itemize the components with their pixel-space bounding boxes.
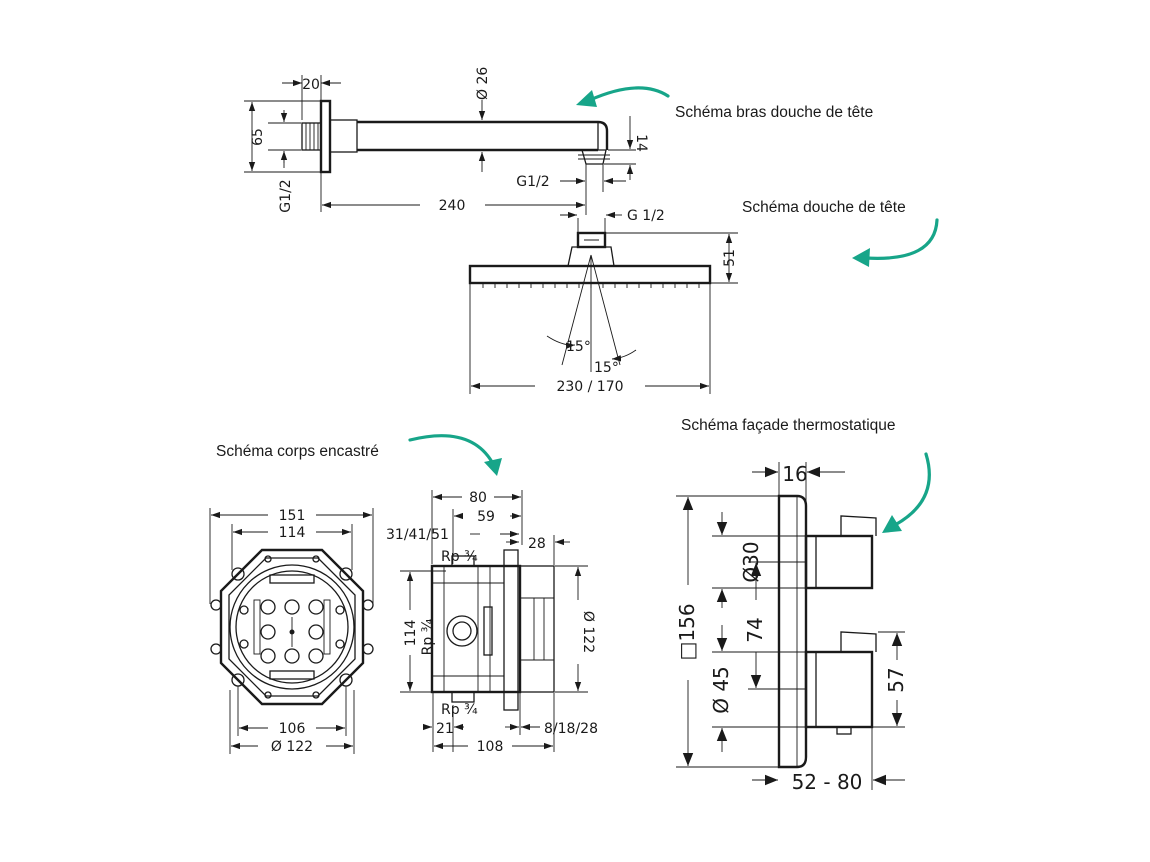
facade-dim-d45: Ø 45 — [709, 666, 733, 714]
head-angle-2: 15° — [594, 360, 619, 376]
side-dim-d122: Ø 122 — [580, 611, 596, 653]
side-dim-59: 59 — [477, 509, 495, 525]
green-arrow-bras — [588, 86, 670, 102]
arm-dim-65: 65 — [250, 128, 266, 146]
body-ports — [260, 599, 324, 664]
head-plate — [468, 264, 712, 285]
side-dim-8: 8/18/28 — [544, 721, 598, 737]
green-arrow-corps — [408, 434, 494, 464]
side-dim-80: 80 — [469, 490, 487, 506]
facade-dim-16: 16 — [782, 462, 807, 486]
body-ring — [229, 564, 355, 690]
head-angle-1: 15° — [566, 339, 591, 355]
head-dim-51: 51 — [722, 249, 738, 267]
head-joint — [567, 246, 615, 267]
arm-outlet — [581, 149, 607, 165]
caption-douche: Schéma douche de tête — [742, 199, 906, 216]
facade-dim-74: 74 — [743, 617, 767, 642]
body-octagon — [219, 548, 365, 706]
arm-tube — [357, 120, 609, 152]
side-dim-108: 108 — [477, 739, 504, 755]
side-body-block — [430, 564, 522, 694]
green-arrow-douche — [864, 218, 939, 260]
body-dim-d122: Ø 122 — [271, 739, 313, 755]
side-dim-28: 28 — [528, 536, 546, 552]
arm-dim-20: 20 — [302, 77, 320, 93]
facade-dim-156: □156 — [675, 603, 699, 660]
arm-wall-plate — [319, 99, 332, 174]
facade-upper-knob — [804, 534, 874, 590]
shower-head-diagram: G 1/2 51 15° 15° 230 / 170 — [468, 208, 738, 395]
arm-dim-g12-bottom: G1/2 — [516, 174, 549, 190]
side-dim-31: 31/41/51 — [386, 527, 449, 543]
arm-connector — [301, 122, 322, 151]
arm-dim-d26: Ø 26 — [475, 67, 491, 100]
head-dim-g12: G 1/2 — [627, 208, 665, 224]
facade-dim-57: 57 — [884, 667, 908, 692]
shower-arm-diagram: 20 Ø 26 65 G1/2 14 G1/2 — [244, 67, 649, 215]
arm-dim-14: 14 — [633, 134, 649, 152]
side-rp-top: Rp ¾ — [441, 549, 478, 565]
body-dim-114: 114 — [279, 525, 306, 541]
caption-bras: Schéma bras douche de tête — [675, 104, 873, 121]
body-front-diagram: 151 114 106 Ø 122 — [209, 508, 374, 755]
facade-plate — [777, 494, 808, 769]
side-port — [446, 615, 478, 647]
side-rp-bottom: Rp ¾ — [441, 702, 478, 718]
body-side-diagram: 80 59 31/41/51 28 Rp ¾ Rp ¾ Rp ¾ 114 Ø 1… — [386, 490, 598, 755]
caption-facade: Schéma façade thermostatique — [681, 417, 896, 434]
side-rp-side: Rp ¾ — [420, 618, 436, 655]
body-dim-151: 151 — [279, 508, 306, 524]
facade-diagram: 16 □156 Ø30 74 Ø 45 57 52 - 80 — [675, 462, 908, 794]
side-dim-114: 114 — [403, 620, 419, 647]
caption-corps: Schéma corps encastré — [216, 443, 379, 460]
side-sleeve — [519, 565, 555, 693]
green-arrow-facade — [893, 452, 931, 527]
annotations: Schéma bras douche de tête Schéma douche… — [216, 86, 939, 533]
arm-dim-240: 240 — [439, 198, 466, 214]
body-dim-106: 106 — [279, 721, 306, 737]
arm-dim-g12-left: G1/2 — [278, 179, 294, 212]
side-dim-21: 21 — [436, 721, 454, 737]
facade-dim-5280: 52 - 80 — [792, 770, 863, 794]
head-dim-width: 230 / 170 — [556, 379, 623, 395]
